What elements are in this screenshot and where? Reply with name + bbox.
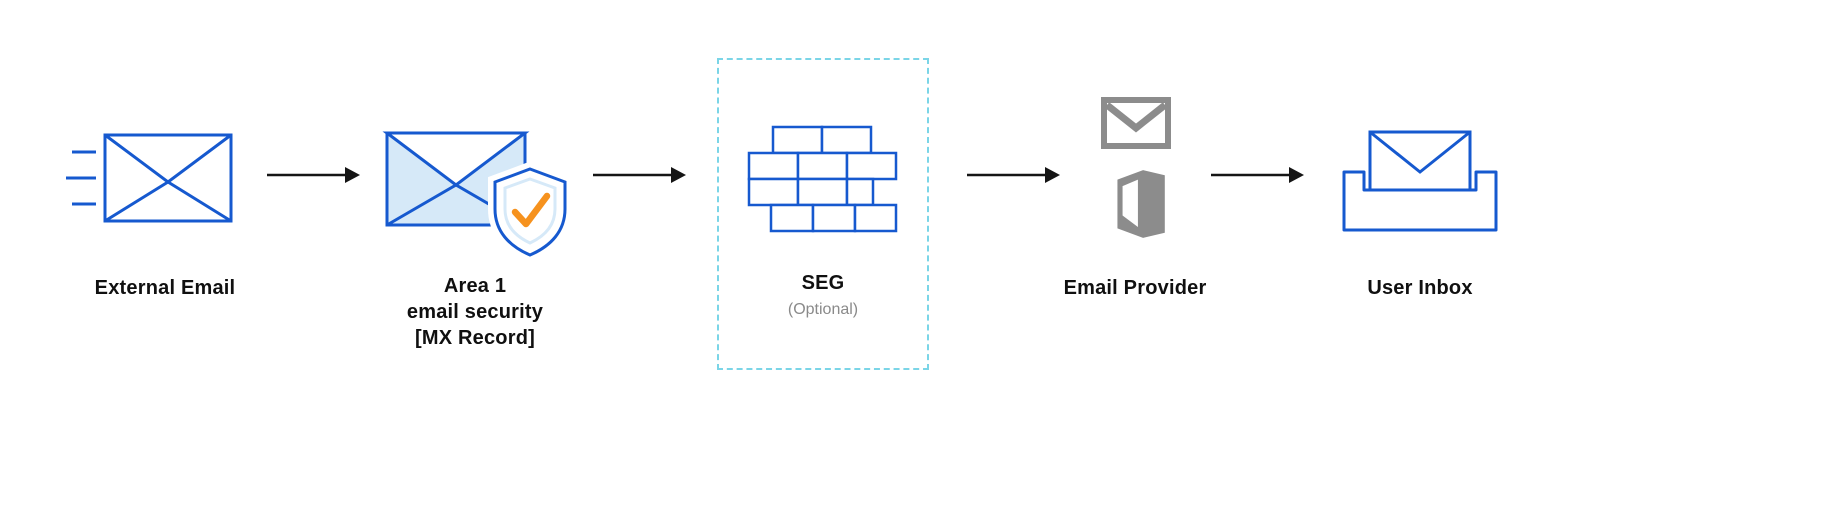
office-icon	[1117, 170, 1165, 238]
checkmark-icon	[511, 192, 551, 228]
email-provider-label: Email Provider	[1063, 277, 1207, 299]
area1-label-line3: [MX Record]	[415, 327, 535, 349]
flow-arrow-3	[967, 167, 1060, 183]
shield-check-icon	[488, 161, 572, 263]
area1-security-icon	[382, 131, 572, 263]
envelope-icon	[1368, 130, 1472, 198]
user-inbox-label: User Inbox	[1367, 277, 1473, 299]
flow-arrow-2	[593, 167, 686, 183]
area1-label-line2: email security	[406, 301, 544, 323]
flow-arrow-4	[1211, 167, 1304, 183]
envelope-icon	[103, 133, 233, 223]
seg-optional-boundary	[717, 58, 929, 370]
brick-wall-icon	[747, 125, 898, 233]
user-inbox-icon	[1342, 130, 1498, 232]
gmail-icon	[1101, 97, 1171, 149]
tray-icon	[1342, 170, 1498, 232]
area1-label: Area 1 email security [MX Record]	[362, 273, 588, 351]
area1-label-line1: Area 1	[443, 275, 507, 297]
external-email-icon	[66, 133, 233, 223]
seg-sublabel: (Optional)	[787, 301, 859, 318]
flow-arrow-1	[267, 167, 360, 183]
seg-firewall-icon	[747, 125, 898, 233]
seg-label: SEG	[801, 272, 845, 294]
external-email-label: External Email	[94, 277, 236, 299]
motion-lines-icon	[66, 150, 96, 206]
